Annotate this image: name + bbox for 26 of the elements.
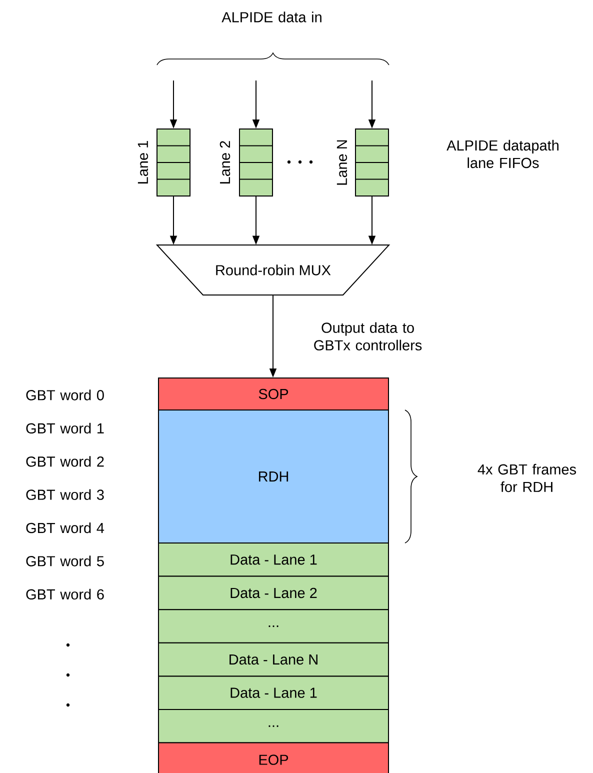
- text-label: GBT word 1: [26, 422, 104, 434]
- fifo-box: [156, 128, 190, 196]
- text-label: GBT word 3: [26, 489, 104, 500]
- text-label: 4x GBT frames for RDH: [478, 464, 576, 492]
- text-label: GBT word 6: [26, 588, 104, 600]
- lane-label: Lane N: [336, 140, 348, 185]
- packet-row: Data - Lane 2: [158, 576, 389, 610]
- packet-row: Data - Lane N: [158, 642, 389, 677]
- packet-row: ...: [158, 609, 389, 644]
- edge-label: Output data to GBTx controllers: [314, 322, 422, 350]
- text-label: GBT word 4: [26, 522, 104, 534]
- text-label: GBT word 2: [26, 456, 104, 467]
- text-label: ALPIDE data in: [222, 12, 322, 22]
- text-label: GBT word 0: [26, 390, 104, 400]
- lane-label: Lane 2: [220, 141, 230, 184]
- fifo-box: [355, 128, 389, 196]
- text-label: GBT word 5: [26, 556, 104, 566]
- fifo-box: [239, 128, 273, 196]
- packet-row: SOP: [158, 378, 389, 410]
- packet-row: ...: [158, 709, 389, 744]
- lane-label: Lane 1: [138, 141, 148, 184]
- packet-row: RDH: [158, 410, 389, 544]
- packet-row: EOP: [158, 742, 389, 773]
- packet-row: Data - Lane 1: [158, 542, 389, 577]
- text-label: ALPIDE datapath lane FIFOs: [446, 140, 558, 168]
- packet-row: Data - Lane 1: [158, 676, 389, 710]
